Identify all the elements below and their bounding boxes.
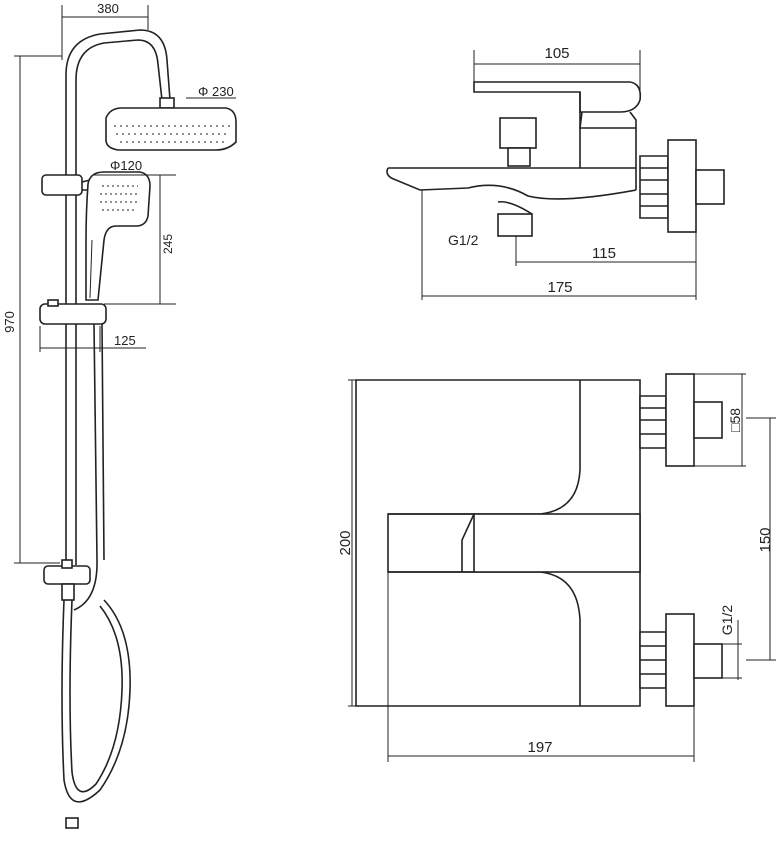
dim-hand-height: 245 [161, 234, 175, 254]
hand-shower-nozzles [100, 185, 140, 211]
dim-hand-diameter: Φ120 [110, 158, 142, 173]
mixer-front-view: □58 G1/2 150 200 197 [337, 373, 776, 762]
dim-bracket-offset: 125 [114, 333, 136, 348]
dim-inlet-thread-side: G1/2 [448, 232, 479, 248]
dim-centers-spacing: 150 [757, 527, 774, 552]
shower-column-view: 380 970 Φ 230 [2, 1, 237, 829]
dim-mixer-height-front: 200 [337, 530, 354, 555]
mixer-side-view: 105 G1/2 115 175 [386, 45, 725, 300]
dim-mixer-top-width: 105 [544, 45, 569, 62]
dim-inlet-spacing-side: 115 [592, 245, 616, 262]
dim-mixer-total-depth: 175 [547, 279, 572, 296]
dim-column-width: 380 [97, 1, 119, 16]
dim-outlet-square: □58 [727, 408, 743, 432]
dim-head-diameter: Φ 230 [198, 84, 234, 99]
dim-mixer-total-width: 197 [527, 739, 552, 756]
rain-head-nozzles [114, 125, 230, 143]
dim-total-height: 970 [2, 311, 17, 333]
dim-inlet-thread-front: G1/2 [719, 605, 735, 636]
